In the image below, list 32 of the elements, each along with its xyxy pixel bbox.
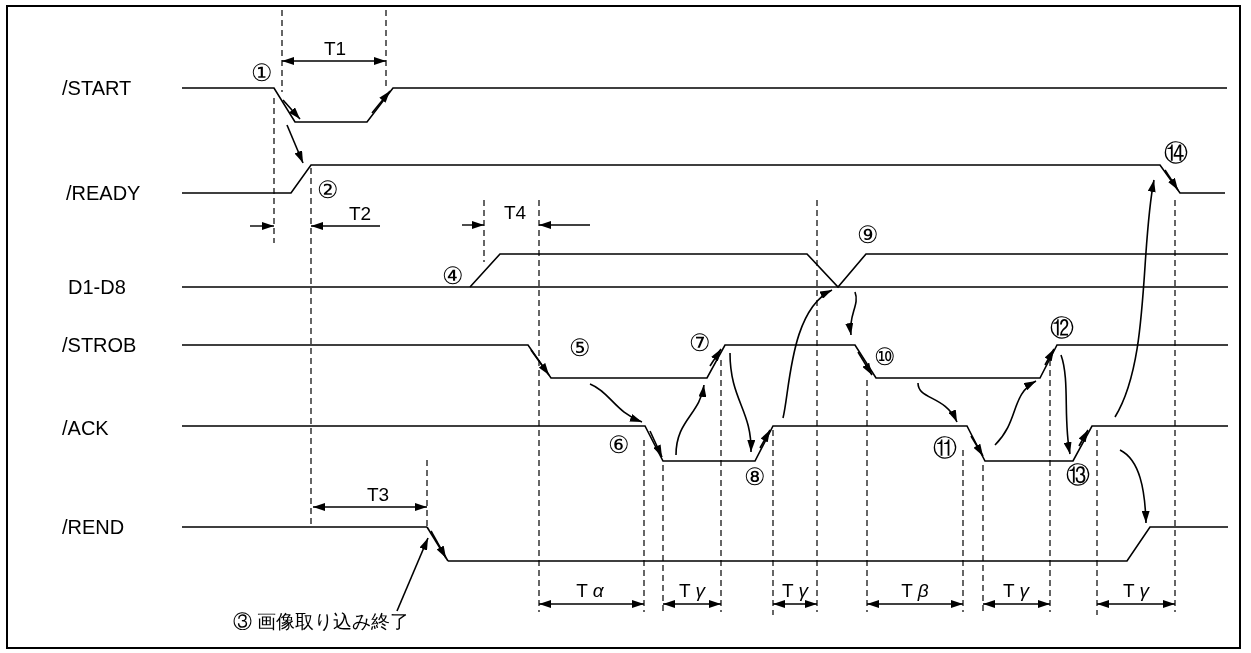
callout-number: ⑬ <box>1066 463 1090 487</box>
callout-number: ⑨ <box>857 223 879 247</box>
timing-label: T3 <box>366 484 390 504</box>
timing-label: T γ <box>679 580 705 600</box>
signal-name: /ACK <box>62 418 109 438</box>
signal-name: /READY <box>66 183 141 203</box>
timing-label: T γ <box>782 580 808 600</box>
callout-number: ⑫ <box>1050 316 1074 340</box>
timing-label: T α <box>576 580 604 600</box>
callout-number: ⑥ <box>608 433 630 457</box>
timing-label: T4 <box>503 202 527 222</box>
signal-name: /STROB <box>62 335 137 355</box>
callout-number: ⑤ <box>569 336 591 360</box>
timing-label: T1 <box>323 38 347 58</box>
callout-number: ⑭ <box>1164 141 1188 165</box>
falling-edge-line <box>426 526 449 562</box>
caption-text: ③ 画像取り込み終了 <box>233 610 410 634</box>
timing-label: T β <box>901 580 929 600</box>
callout-number: ① <box>251 61 273 85</box>
signal-name: /REND <box>62 517 125 537</box>
callout-number: ② <box>317 178 339 202</box>
callout-number: ⑦ <box>689 331 711 355</box>
callout-number: ⑩ <box>874 345 896 369</box>
callout-number: ⑪ <box>933 436 957 460</box>
timing-label: T2 <box>348 203 372 223</box>
callout-number: ④ <box>442 264 464 288</box>
timing-label: T γ <box>1003 580 1029 600</box>
signal-name: D1-D8 <box>68 277 126 297</box>
leader-line <box>396 537 429 612</box>
callout-number: ⑧ <box>744 465 766 489</box>
signal-name: /START <box>62 78 132 98</box>
timing-label: T γ <box>1123 580 1149 600</box>
